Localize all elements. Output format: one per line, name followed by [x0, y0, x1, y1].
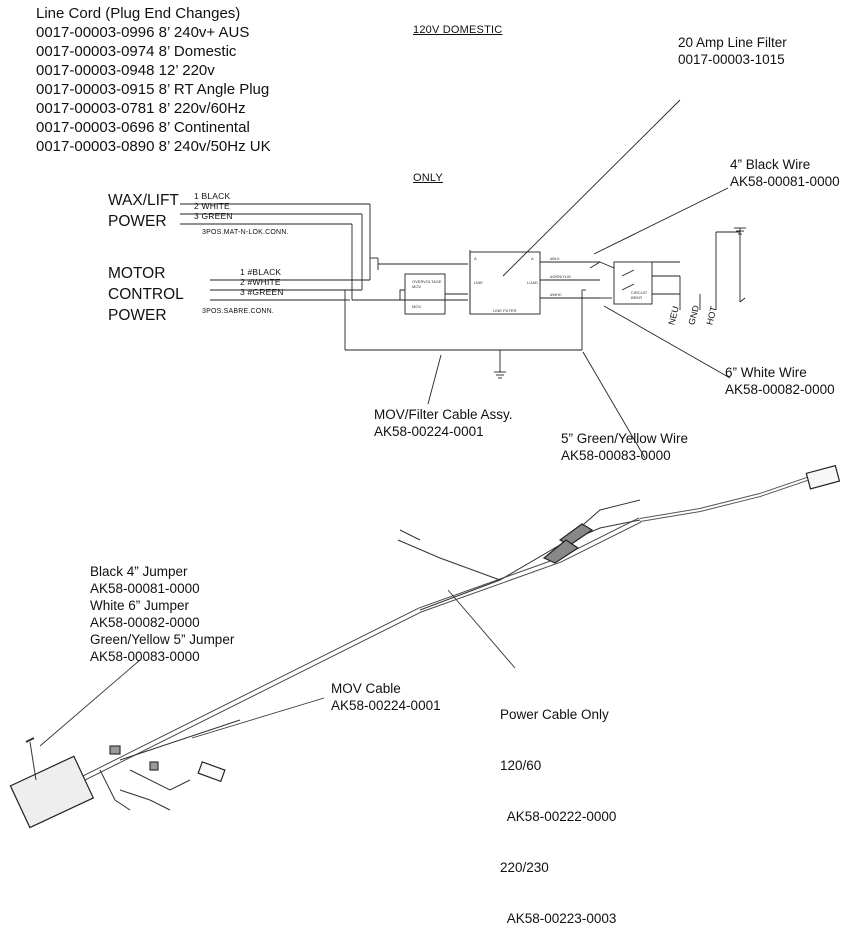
wax-lift-label: WAX/LIFT POWER	[108, 192, 179, 230]
filter-label-a2: A	[531, 256, 534, 261]
line-cord-item: 0017-00003-0890 8’ 240v/50Hz UK	[36, 138, 271, 155]
filter-label-a1: A	[474, 256, 477, 261]
line-filter-callout: 20 Amp Line Filter 0017-00003-1015	[678, 35, 787, 67]
wax-pin-1: 1 BLACK	[194, 191, 231, 201]
filter-label-bottom: LINE FILTER	[493, 308, 517, 313]
green-wire-callout: 5” Green/Yellow Wire AK58-00083-0000	[561, 431, 689, 463]
black-wire-leader	[593, 187, 729, 255]
wiring-diagram-canvas	[9, 99, 841, 829]
breaker-label-1: CIRCUIT	[631, 290, 648, 295]
out-label-blk: #BLK	[550, 256, 560, 261]
domestic-header: 120V DOMESTIC	[413, 24, 503, 36]
power-cable-callout: Power Cable Only 120/60 AK58-00222-0000 …	[500, 707, 617, 926]
mov-filter-callout: MOV/Filter Cable Assy. AK58-00224-0001	[374, 407, 513, 439]
motor-pin-2: 2 #WHITE	[240, 277, 281, 287]
motor-pin-1: 1 #BLACK	[240, 267, 282, 277]
mov-label-1: OVERVOLTAGE	[412, 279, 442, 284]
mov-cable-callout: MOV Cable AK58-00224-0001	[331, 681, 441, 713]
line-cord-item: 0017-00003-0696 8’ Continental	[36, 119, 250, 136]
line-cord-item: 0017-00003-0948 12’ 220v	[36, 62, 215, 79]
line-cord-item: 0017-00003-0996 8’ 240v+ AUS	[36, 24, 250, 41]
filter-label-line: LINE	[474, 280, 483, 285]
white-wire-leader	[603, 305, 731, 379]
only-header: ONLY	[413, 172, 443, 184]
out-label-grn: #GRN/YLW	[550, 274, 571, 279]
line-cord-item: 0017-00003-0974 8’ Domestic	[36, 43, 237, 60]
wax-pin-2: 2 WHITE	[194, 201, 230, 211]
jumpers-callout: Black 4” Jumper AK58-00081-0000 White 6”…	[90, 564, 235, 664]
motor-pin-3: 3 #GREEN	[240, 287, 284, 297]
line-cord-title: Line Cord (Plug End Changes)	[36, 5, 241, 22]
mov-label-2: MOV	[412, 284, 422, 289]
breaker-label-2: BRKR	[631, 295, 643, 300]
circuit-breaker-box	[613, 261, 653, 305]
white-wire-callout: 6” White Wire AK58-00082-0000	[725, 365, 835, 397]
motor-connector-label: 3POS.SABRE.CONN.	[202, 308, 275, 315]
motor-control-label: MOTOR CONTROL POWER	[108, 265, 184, 324]
out-label-whc: #WHC	[550, 292, 562, 297]
power-cable-leader	[447, 589, 516, 669]
line-cord-item: 0017-00003-0915 8’ RT Angle Plug	[36, 81, 270, 98]
green-wire-leader	[582, 351, 646, 459]
line-filter-leader	[502, 99, 681, 277]
mov-filter-leader	[427, 354, 442, 405]
wax-connector-label: 3POS.MAT-N-LOK.CONN.	[202, 229, 289, 236]
mov-cable-leader	[191, 697, 325, 739]
jumper-leader	[39, 659, 141, 747]
wax-pin-3: 3 GREEN	[194, 211, 233, 221]
cable-harness-drawing	[9, 464, 841, 829]
line-filter-block	[469, 251, 541, 315]
line-cord-item: 0017-00003-0781 8’ 220v/60Hz	[36, 100, 246, 117]
line-cord-list: 0017-00003-0996 8’ 240v+ AUS 0017-00003-…	[36, 23, 271, 156]
black-wire-callout: 4” Black Wire AK58-00081-0000	[730, 157, 840, 189]
filter-label-load: LOAD	[527, 280, 538, 285]
mov-label-3: MOV	[412, 304, 422, 309]
